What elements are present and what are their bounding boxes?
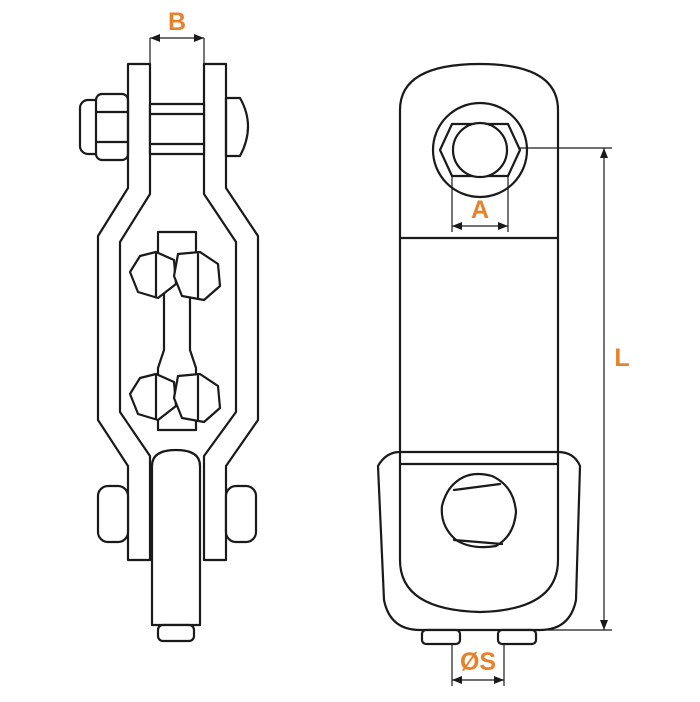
dimension-a-label: A <box>471 196 489 224</box>
lower-eye-side <box>150 448 202 627</box>
dimension-b: B <box>149 8 205 64</box>
upper-pin <box>148 102 206 156</box>
lower-right-pin-head <box>224 484 258 544</box>
left-jaw-plate <box>96 62 152 562</box>
top-right-pin-head <box>224 96 250 158</box>
upper-hex-nuts <box>128 250 222 302</box>
front-view <box>376 62 582 646</box>
dimension-s-label: ØS <box>460 648 496 676</box>
dimension-a: A <box>451 176 509 232</box>
bottom-pad-right <box>496 628 538 646</box>
body-rect <box>398 236 560 466</box>
dimension-b-label: B <box>168 8 186 36</box>
bottom-pad-left <box>420 628 462 646</box>
lower-eye-inner <box>398 462 560 614</box>
top-hole <box>431 101 529 199</box>
dimension-s: ØS <box>451 644 505 686</box>
dimension-l: L <box>520 147 630 631</box>
right-jaw-plate <box>202 62 260 562</box>
lower-pin <box>440 472 518 549</box>
lower-jaw-outline <box>376 450 582 632</box>
lower-left-pin-head <box>96 484 130 544</box>
top-eye-outline <box>398 62 560 240</box>
top-left-nut <box>78 92 130 162</box>
side-view <box>78 62 260 643</box>
lower-hex-nuts <box>128 372 222 424</box>
dimension-l-label: L <box>614 344 629 372</box>
